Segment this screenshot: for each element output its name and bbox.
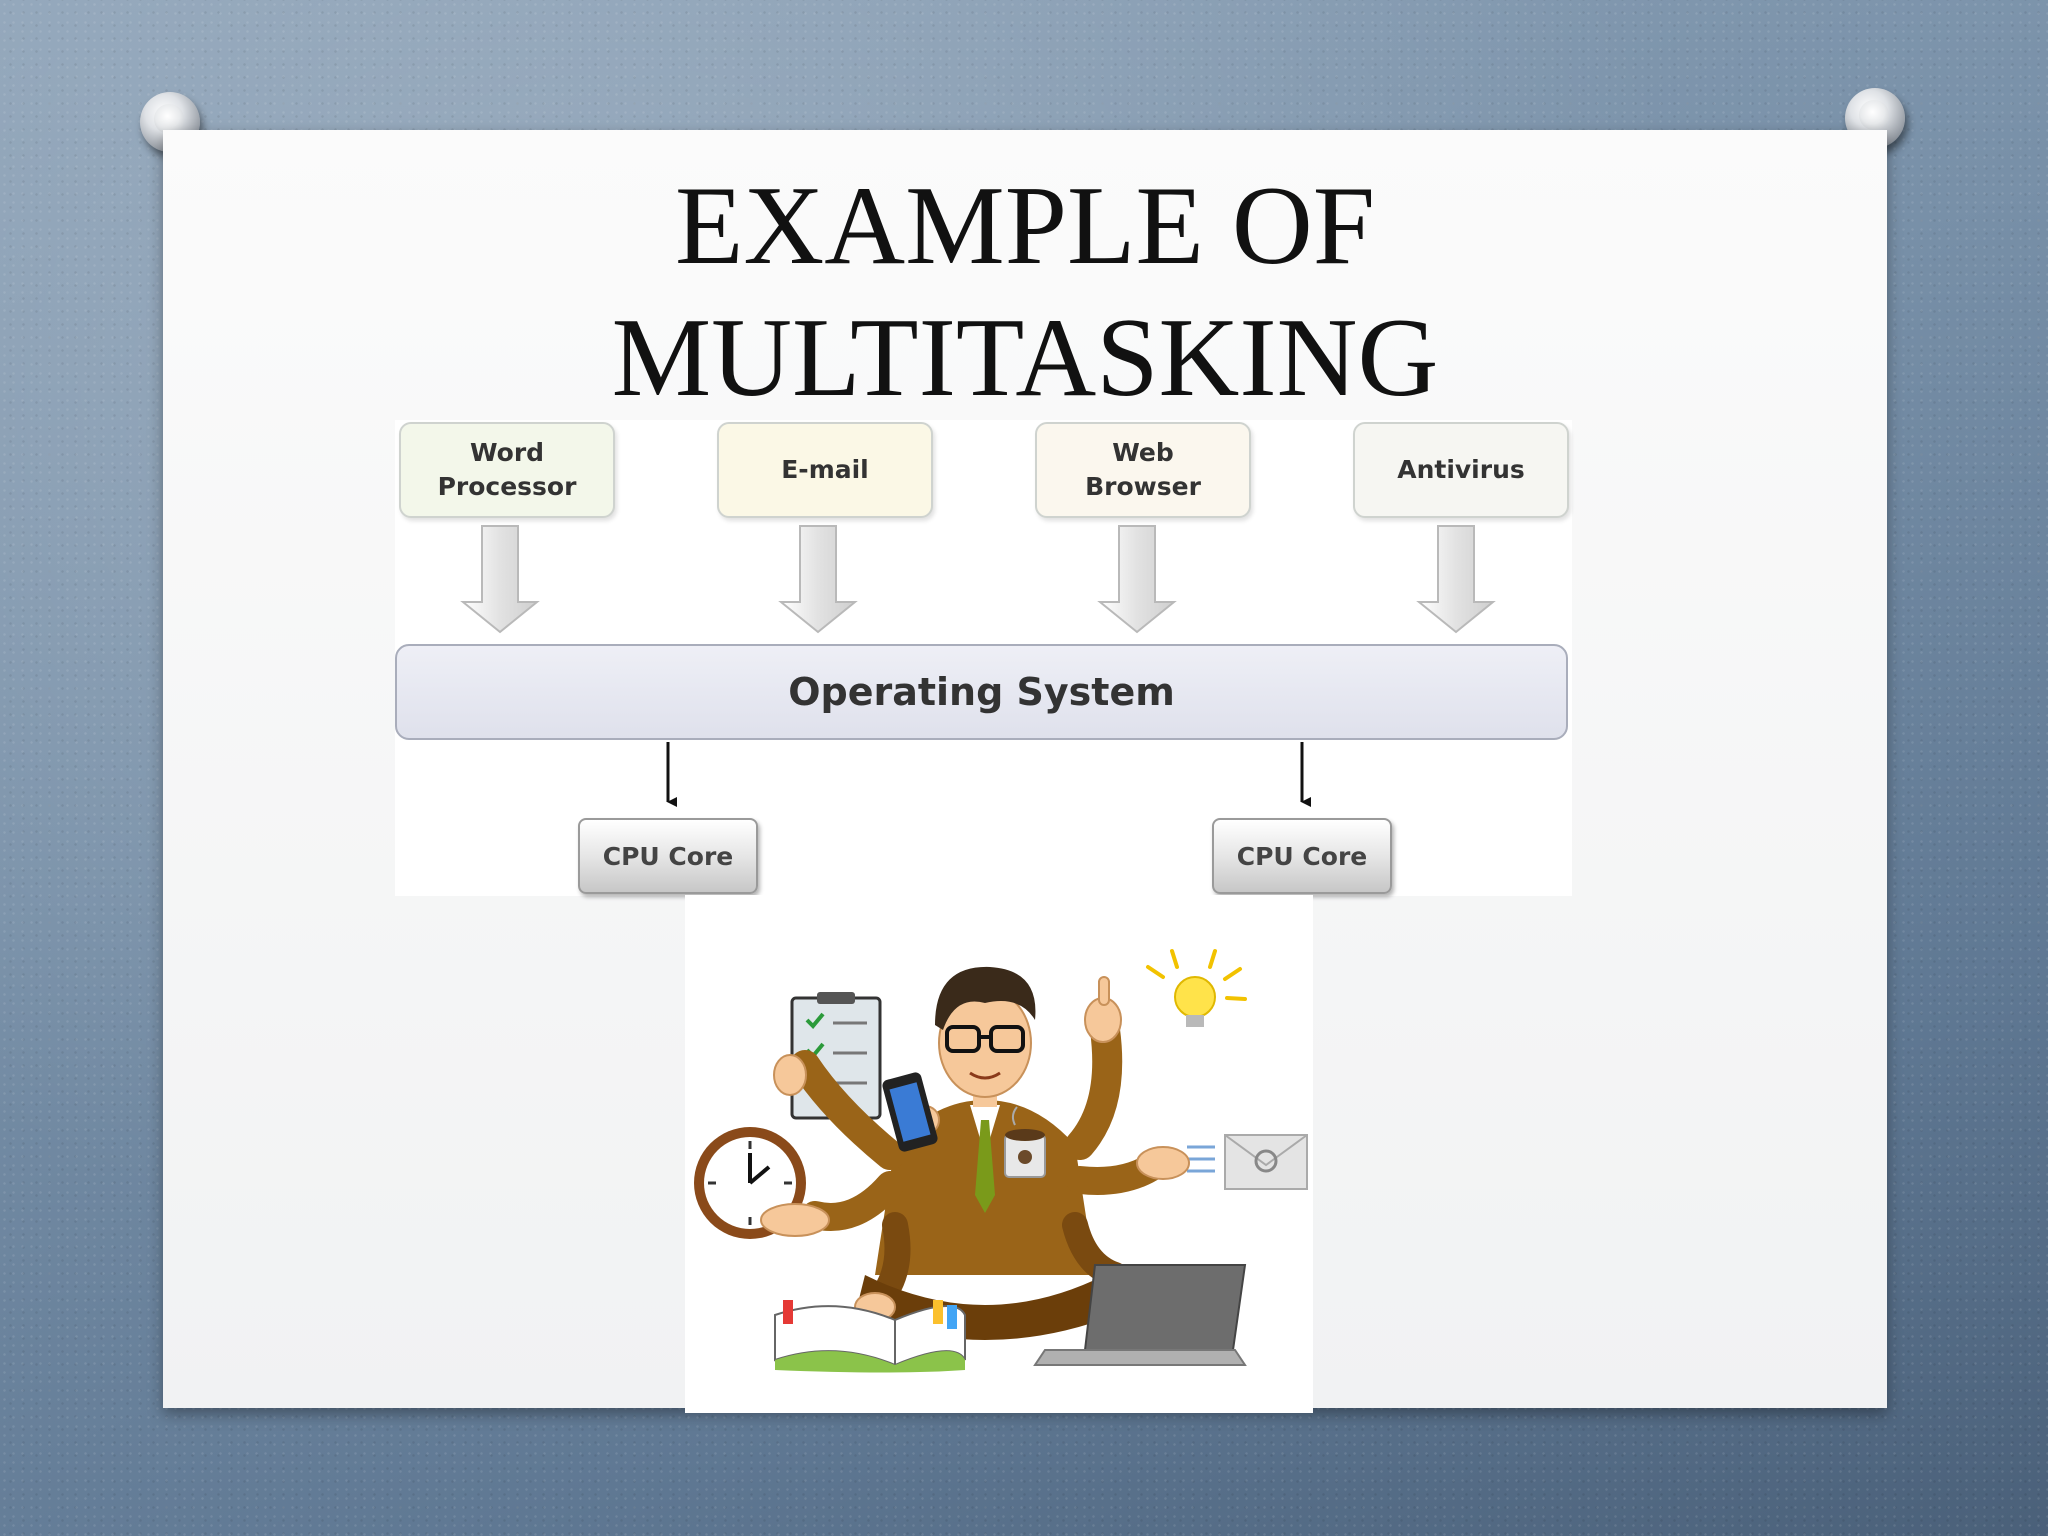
app-label-line1: Antivirus [1397,455,1525,484]
coffee-cup-icon [1004,1106,1046,1178]
businessman-drawing [694,949,1308,1373]
slide-title: EXAMPLE OF MULTITASKING [163,160,1887,424]
app-box-email: E-mail [717,422,933,518]
process-arrow-1 [460,525,540,634]
app-label-line2: Browser [1085,472,1201,501]
slide-title-line-1: EXAMPLE OF [674,164,1376,288]
smartphone-icon [882,1072,938,1152]
slide-title-line-2: MULTITASKING [611,296,1439,420]
laptop-icon [1033,1264,1247,1366]
app-label-line1: Web [1112,438,1174,467]
open-book-icon [774,1300,966,1373]
multitasking-businessman-illustration [685,895,1313,1413]
cpu-core-box-1: CPU Core [578,818,758,894]
app-label-line2: Processor [437,472,577,501]
operating-system-label: Operating System [788,670,1175,714]
operating-system-box [395,644,1568,740]
email-envelope-icon [1187,1134,1308,1190]
app-label-line1: E-mail [781,455,869,484]
process-arrow-2 [778,525,858,634]
process-arrow-4 [1416,525,1496,634]
process-arrow-3 [1097,525,1177,634]
lightbulb-icon [1146,949,1247,1027]
app-label-line1: Word [469,438,545,467]
businessman-head [935,966,1036,1107]
cpu-core-box-2: CPU Core [1212,818,1392,894]
app-box-antivirus: Antivirus [1353,422,1569,518]
